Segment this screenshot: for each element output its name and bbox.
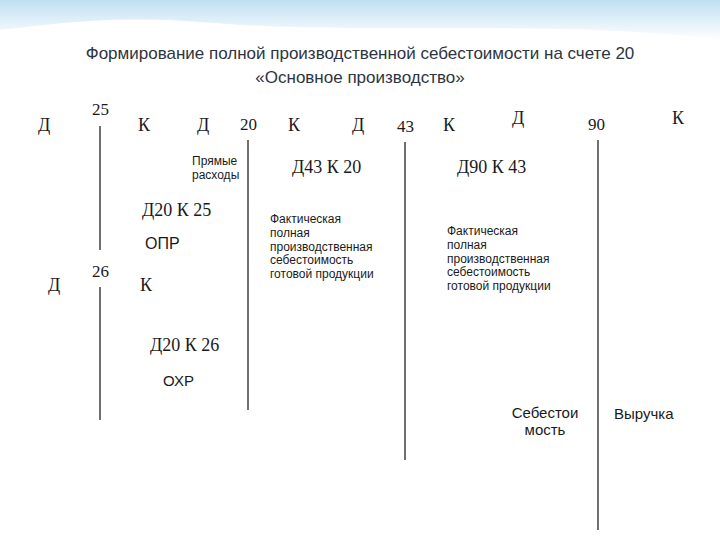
credit-mark: К (672, 108, 684, 129)
debit-mark: Д (352, 115, 364, 136)
account-number: 90 (588, 115, 605, 135)
account-number: 25 (92, 100, 109, 120)
revenue-label: Выручка (614, 405, 674, 422)
credit-mark: К (140, 275, 152, 296)
credit-mark: К (288, 115, 300, 136)
posting-entry: Д20 К 26 (150, 335, 219, 356)
account-number: 26 (92, 262, 109, 282)
cost-label: Себестои мость (506, 404, 584, 439)
account-number: 20 (240, 115, 257, 135)
posting-entry: Д20 К 25 (142, 200, 211, 221)
account-number: 43 (397, 117, 414, 137)
entry-note: Фактическая полная производственная себе… (447, 225, 555, 294)
t-account-line (99, 287, 100, 420)
cost-label: ОПР (145, 235, 180, 253)
debit-mark: Д (48, 275, 60, 296)
t-account-line (99, 126, 100, 250)
cost-label: ОХР (163, 372, 194, 389)
entry-note: Прямые расходы (192, 155, 246, 183)
posting-entry: Д43 К 20 (292, 157, 361, 178)
t-account-line (247, 140, 248, 410)
entry-note: Фактическая полная производственная себе… (270, 213, 378, 282)
posting-entry: Д90 К 43 (457, 157, 526, 178)
debit-mark: Д (197, 115, 209, 136)
credit-mark: К (443, 115, 455, 136)
t-account-line (404, 142, 405, 460)
t-account-line (597, 140, 598, 530)
diagram-title: Формирование полной производственной себ… (60, 42, 660, 90)
debit-mark: Д (38, 115, 50, 136)
debit-mark: Д (512, 108, 524, 129)
header-band (0, 0, 720, 40)
credit-mark: К (138, 115, 150, 136)
